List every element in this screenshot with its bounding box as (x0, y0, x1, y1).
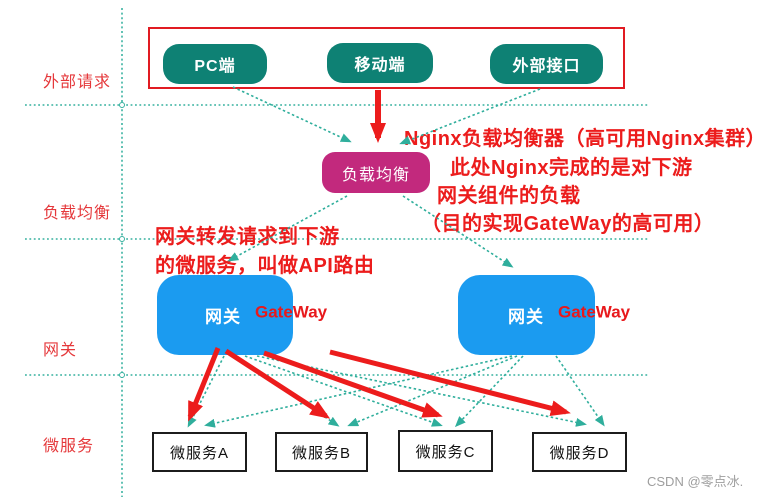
csdn-watermark: CSDN @零点冰. (647, 474, 744, 489)
annotation-nginx-line2: 此处Nginx完成的是对下游 (450, 157, 693, 179)
gateway-label-en: GateWay (558, 302, 631, 322)
dashed-arrow-gw1-to-b (232, 355, 340, 427)
dashed-arrow-gw1-to-d (256, 355, 587, 427)
microservice-node-b: 微服务B (275, 432, 368, 472)
gateway-node-2: 网关 GateWay (458, 275, 630, 355)
dashed-arrow-gw2-to-d (555, 355, 605, 427)
red-arrow-gw1-to-d (329, 349, 571, 417)
client-node-pc: PC端 (163, 44, 267, 84)
gateway-node-1: 网关 GateWay (157, 275, 327, 355)
red-arrow-gw1-to-a (187, 347, 221, 422)
microservice-node-a: 微服务A (152, 432, 247, 472)
gateway-label-zh: 网关 (508, 307, 544, 327)
grid-intersection-dot (119, 372, 125, 378)
row-label-gateway: 网关 (43, 342, 78, 359)
red-arrow-gw1-to-c (263, 350, 443, 418)
grid-intersection-dot (119, 236, 125, 242)
client-node-mobile: 移动端 (327, 43, 433, 83)
red-arrow-gw1-to-b (224, 348, 331, 419)
row-label-load-balance: 负载均衡 (43, 205, 112, 222)
dashed-arrow-gw1-to-a (187, 355, 225, 428)
microservice-node-c: 微服务C (398, 430, 493, 472)
dashed-arrow-pc-to-lb (232, 86, 352, 143)
annotation-nginx-line4: （目的实现GateWay的高可用） (421, 213, 715, 235)
annotation-nginx-line3: 网关组件的负载 (437, 185, 581, 207)
gateway-label-en: GateWay (255, 302, 328, 322)
grid-intersection-dot (119, 102, 125, 108)
annotation-nginx-line1: Nginx负载均衡器（高可用Nginx集群） (404, 128, 767, 150)
dashed-arrow-gw2-to-a (204, 355, 513, 428)
dashed-arrow-gw2-to-c (454, 355, 524, 428)
client-node-external-api: 外部接口 (490, 44, 603, 84)
dashed-arrow-gw1-to-c (244, 355, 443, 427)
row-label-microservice: 微服务 (43, 438, 95, 455)
microservice-node-d: 微服务D (532, 432, 627, 472)
row-label-external-requests: 外部请求 (43, 74, 112, 91)
annotation-route-line2: 的微服务，叫做API路由 (155, 255, 375, 277)
external-requests-frame (148, 27, 625, 89)
load-balancer-node: 负载均衡 (322, 152, 430, 193)
annotation-route-line1: 网关转发请求到下游 (155, 226, 340, 248)
dashed-arrow-gw2-to-b (347, 355, 518, 427)
gateway-label-zh: 网关 (205, 307, 241, 327)
